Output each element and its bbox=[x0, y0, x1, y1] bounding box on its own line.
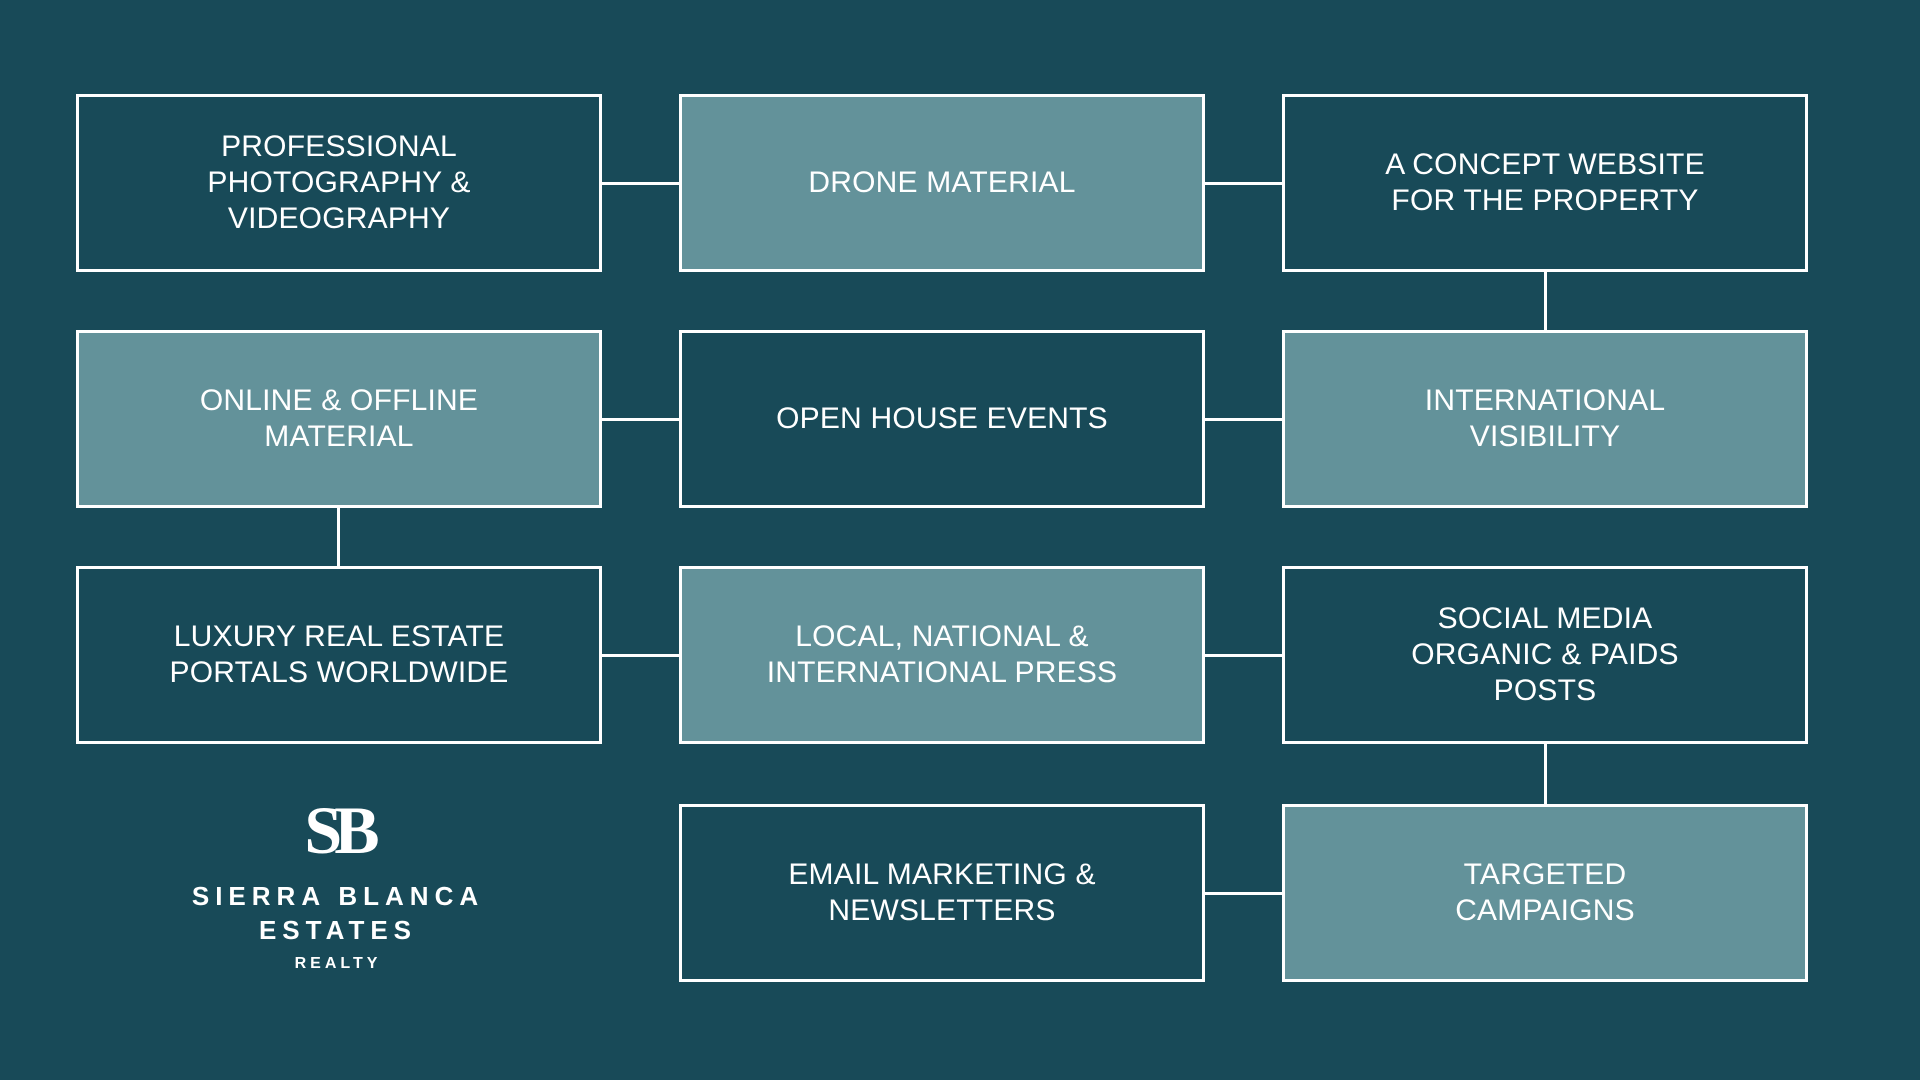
connector-website-visibility bbox=[1544, 272, 1547, 330]
connector-openhouse-visibility bbox=[1205, 418, 1285, 421]
connector-online-openhouse bbox=[602, 418, 682, 421]
box-press: LOCAL, NATIONAL & INTERNATIONAL PRESS bbox=[679, 566, 1205, 744]
sb-monogram-icon: SB bbox=[304, 795, 386, 865]
logo-name-line2: ESTATES bbox=[258, 915, 418, 945]
box-targeted-campaigns: TARGETED CAMPAIGNS bbox=[1282, 804, 1808, 982]
box-international-visibility: INTERNATIONAL VISIBILITY bbox=[1282, 330, 1808, 508]
box-open-house-events: OPEN HOUSE EVENTS bbox=[679, 330, 1205, 508]
box-luxury-portals: LUXURY REAL ESTATE PORTALS WORLDWIDE bbox=[76, 566, 602, 744]
box-professional-photography: PROFESSIONAL PHOTOGRAPHY & VIDEOGRAPHY bbox=[76, 94, 602, 272]
connector-email-campaigns bbox=[1205, 892, 1285, 895]
connector-press-social bbox=[1205, 654, 1285, 657]
box-online-offline-material: ONLINE & OFFLINE MATERIAL bbox=[76, 330, 602, 508]
logo-monogram: SB bbox=[304, 795, 378, 865]
connector-portals-press bbox=[602, 654, 682, 657]
connector-social-campaigns bbox=[1544, 744, 1547, 804]
box-drone-material: DRONE MATERIAL bbox=[679, 94, 1205, 272]
company-logo: SB SIERRA BLANCA ESTATES REALTY bbox=[148, 795, 528, 995]
connector-photography-drone bbox=[602, 182, 682, 185]
logo-name-line1: SIERRA BLANCA bbox=[191, 881, 485, 911]
logo-subline: REALTY bbox=[294, 955, 382, 972]
box-concept-website: A CONCEPT WEBSITE FOR THE PROPERTY bbox=[1282, 94, 1808, 272]
connector-drone-website bbox=[1205, 182, 1285, 185]
connector-online-portals bbox=[337, 508, 340, 566]
box-social-media: SOCIAL MEDIA ORGANIC & PAIDS POSTS bbox=[1282, 566, 1808, 744]
box-email-marketing: EMAIL MARKETING & NEWSLETTERS bbox=[679, 804, 1205, 982]
